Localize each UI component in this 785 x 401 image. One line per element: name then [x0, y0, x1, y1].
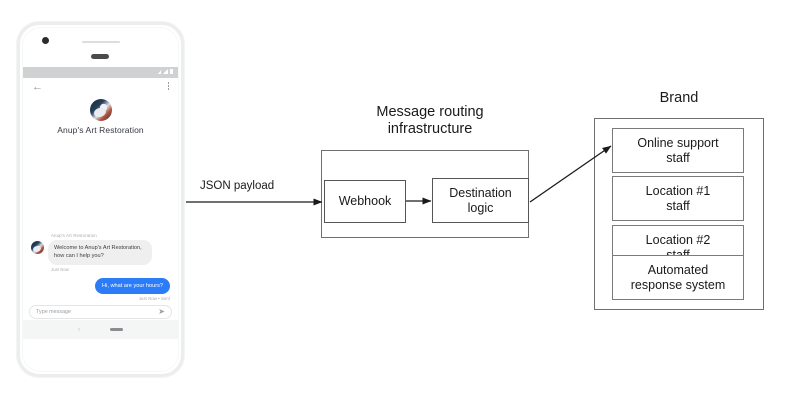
- routing-title-line-2: infrastructure: [387, 121, 473, 138]
- status-bar: [23, 67, 178, 78]
- json-payload-label: JSON payload: [200, 180, 275, 192]
- recipient-3-line-2: response system: [630, 277, 726, 292]
- recipient-online-support-staff[interactable]: Online support staff: [612, 128, 744, 173]
- recipient-3-line-1: Automated: [647, 262, 709, 277]
- nav-home-pill-icon[interactable]: [110, 327, 123, 332]
- chat-brand-name: Anup's Art Restoration: [57, 125, 144, 135]
- android-nav-bar: ‹: [23, 320, 178, 339]
- user-message-row: Hi, what are your hours?: [31, 277, 170, 294]
- send-icon[interactable]: ➤: [158, 307, 165, 316]
- destination-logic-line-1: Destination: [449, 185, 512, 200]
- proximity-sensor-icon: [82, 41, 120, 43]
- front-camera-icon: [42, 37, 49, 44]
- user-message-status: Just Now • Sent: [138, 296, 170, 301]
- bot-message-row: Welcome to Anup's Art Restoration, how c…: [31, 239, 170, 265]
- message-sender-label: Anup's Art Restoration: [51, 232, 97, 238]
- kebab-menu-icon[interactable]: [167, 82, 169, 90]
- webhook-node[interactable]: Webhook: [324, 180, 406, 223]
- nav-back-icon[interactable]: ‹: [78, 326, 80, 333]
- back-arrow-icon[interactable]: ←: [32, 81, 43, 93]
- brand-avatar-icon: [89, 99, 112, 121]
- phone-mockup: ← Anup's Art Restoration Anup's Art Rest…: [17, 22, 184, 377]
- recipient-location-1-staff[interactable]: Location #1 staff: [612, 176, 744, 221]
- destination-logic-node[interactable]: Destination logic: [432, 178, 529, 223]
- signal-triangle-icon: [163, 69, 168, 74]
- app-bar: ←: [23, 78, 178, 97]
- destination-logic-line-2: logic: [467, 200, 494, 215]
- phone-screen: ← Anup's Art Restoration Anup's Art Rest…: [23, 67, 178, 339]
- bot-message-bubble: Welcome to Anup's Art Restoration, how c…: [48, 239, 152, 265]
- chat-message-list: Anup's Art Restoration Welcome to Anup's…: [23, 233, 178, 301]
- message-composer[interactable]: Type message ➤: [29, 305, 172, 319]
- wifi-icon: [158, 70, 161, 74]
- message-input-placeholder[interactable]: Type message: [36, 309, 72, 315]
- status-bar-icons: [158, 69, 173, 74]
- brand-title: Brand: [659, 90, 699, 106]
- recipient-1-line-1: Location #1: [645, 183, 711, 198]
- bot-message-timestamp: Just Now: [51, 266, 70, 272]
- routing-infrastructure-title: Message routing infrastructure: [340, 104, 520, 138]
- recipient-2-line-1: Location #2: [645, 232, 711, 247]
- recipient-automated-response-system[interactable]: Automated response system: [612, 255, 744, 300]
- user-message-bubble: Hi, what are your hours?: [95, 277, 170, 294]
- routing-title-line-1: Message routing: [376, 104, 484, 120]
- battery-icon: [170, 69, 173, 74]
- chat-brand-header: Anup's Art Restoration: [23, 97, 178, 135]
- bot-avatar: [31, 240, 44, 254]
- recipient-0-line-1: Online support: [637, 135, 719, 150]
- earpiece-speaker-icon: [91, 54, 109, 59]
- recipient-0-line-2: staff: [666, 150, 690, 165]
- recipient-1-line-2: staff: [666, 198, 690, 213]
